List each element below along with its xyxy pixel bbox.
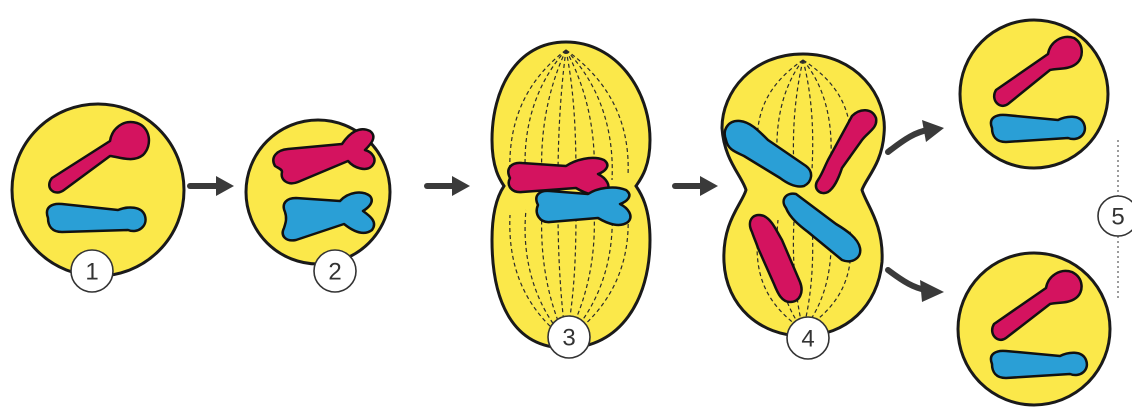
arrow-1-to-2 [190, 176, 234, 196]
stage-4-badge: 4 [787, 317, 829, 359]
stage-5-lower-cell [958, 253, 1110, 405]
arrow-4-to-lower-daughter [888, 270, 944, 302]
stage-1-badge: 1 [71, 250, 113, 292]
stage-3-label: 3 [562, 325, 575, 352]
arrow-3-to-4 [675, 176, 718, 196]
stage-4-label: 4 [801, 326, 814, 353]
stage-1-blue-chromosome [47, 204, 146, 232]
stage-3-badge: 3 [548, 316, 590, 358]
stage-2-label: 2 [328, 259, 341, 286]
stage-5-lower-blue-chromosome [991, 351, 1087, 378]
stage-2-cell [246, 120, 390, 264]
stage-4-cell [722, 54, 884, 336]
stage-2-badge: 2 [314, 250, 356, 292]
stage-3-blue-chromosome [536, 187, 630, 224]
stage-5-label: 5 [1111, 204, 1124, 231]
stage-5-badge: 5 [1098, 196, 1132, 236]
arrow-2-to-3 [427, 176, 470, 196]
arrow-4-to-upper-daughter [888, 120, 944, 152]
stage-5-upper-blue-chromosome [991, 115, 1085, 142]
stage-5-upper-cell [960, 20, 1108, 168]
stage-3-cell [492, 42, 650, 348]
stage-1-label: 1 [85, 259, 98, 286]
